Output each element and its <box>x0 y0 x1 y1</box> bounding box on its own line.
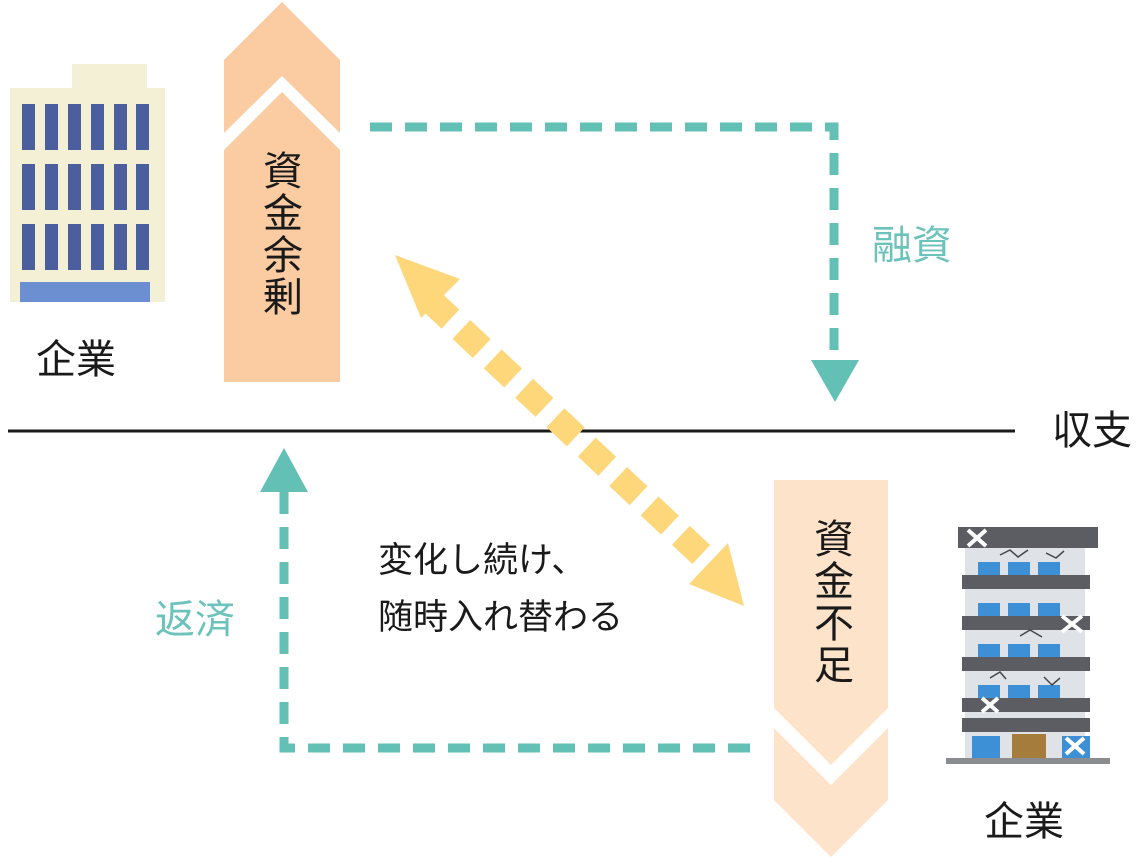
swap-double-arrow <box>395 255 744 606</box>
caption-line-1: 変化し続け、 <box>378 541 587 581</box>
damaged-building-icon <box>946 527 1110 764</box>
loan-label: 融資 <box>872 223 952 269</box>
office-building-icon <box>10 64 165 302</box>
shortage-label: 資金不足 <box>807 518 853 686</box>
company-label-bottom: 企業 <box>984 799 1064 845</box>
caption-line-2: 随時入れ替わる <box>378 598 624 638</box>
company-label-top: 企業 <box>36 337 116 383</box>
repayment-label: 返済 <box>155 597 235 643</box>
surplus-label: 資金余剰 <box>256 150 302 318</box>
balance-label: 収支 <box>1052 408 1132 454</box>
surplus-arrow <box>224 2 340 382</box>
repayment-flow-arrow <box>260 448 750 753</box>
shortage-arrow <box>774 480 888 857</box>
loan-flow-arrow <box>370 122 859 402</box>
